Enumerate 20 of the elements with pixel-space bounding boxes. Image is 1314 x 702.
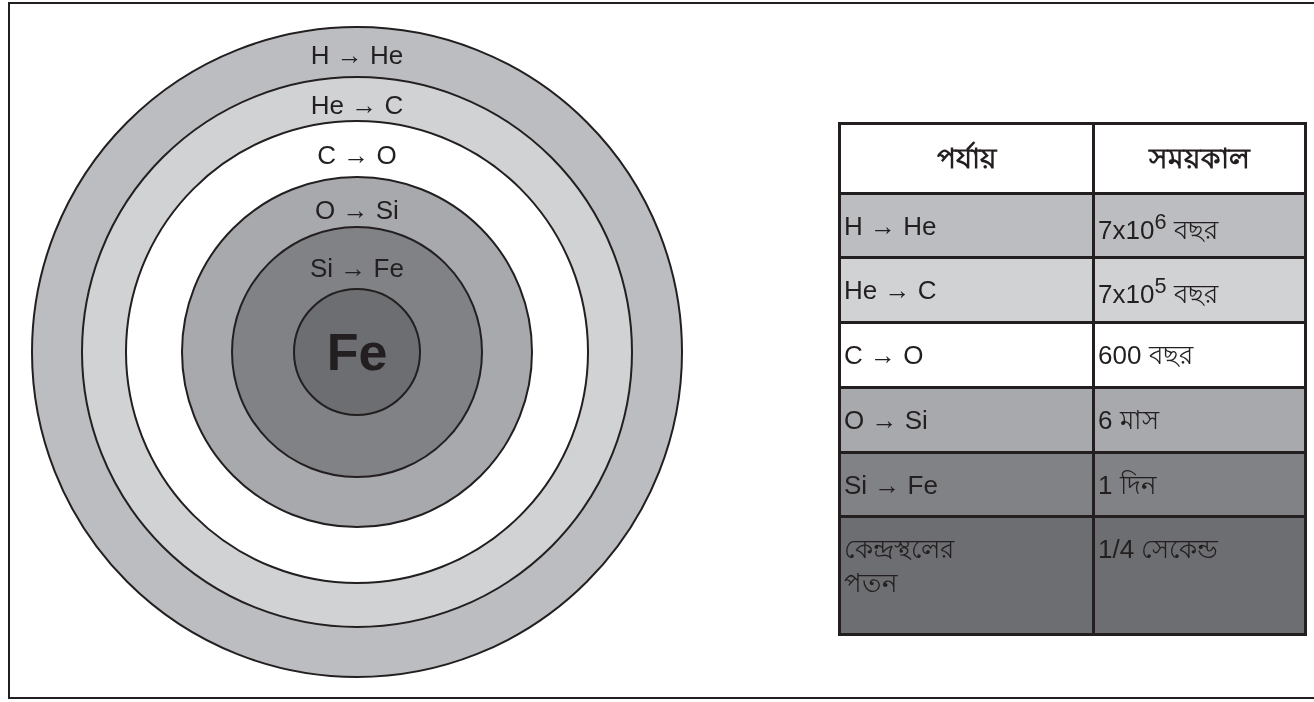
shell-label: H → He (310, 39, 404, 71)
shell-label: Si → Fe (310, 252, 404, 284)
table-cell: 7x10$^{5}$ বছর (1093, 257, 1306, 323)
table-cell: C → O (839, 322, 1094, 388)
table-cell: কেন্দ্রস্থলের পতন (839, 516, 1094, 635)
shell-label: He → C (310, 89, 404, 121)
table-cell: He → C (839, 257, 1094, 323)
table-cell: O → Si (839, 387, 1094, 453)
column-header: সময়কাল (1093, 123, 1306, 194)
table-cell: 600 বছর (1093, 322, 1306, 388)
column-header: পর্যায় (839, 123, 1094, 194)
table-cell: 7x10$^{6}$ বছর (1093, 193, 1306, 258)
table-cell: 6 মাস (1093, 387, 1306, 453)
shell-label: Fe (326, 323, 388, 381)
table-cell: Si → Fe (839, 452, 1094, 517)
shell-label: O → Si (315, 194, 399, 226)
table-cell: 1 দিন (1093, 452, 1306, 517)
table-cell: H → He (839, 193, 1094, 258)
table-cell: 1/4 সেকেন্ড (1093, 516, 1306, 635)
shell-label: C → O (317, 139, 397, 171)
